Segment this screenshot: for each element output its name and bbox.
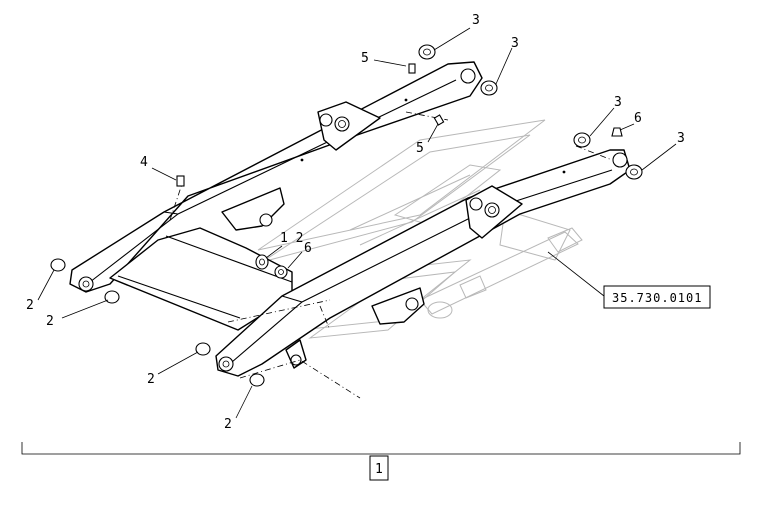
bushing-3-top-left	[418, 44, 436, 60]
callout-3-d: 3	[677, 131, 685, 146]
left-arm	[69, 61, 483, 293]
reference-label: 35.730.0101	[612, 291, 702, 305]
callout-5-a: 5	[361, 51, 369, 66]
callout-5-b: 5	[416, 141, 424, 156]
bushing-2-c	[195, 342, 211, 356]
callout-2-d: 2	[224, 417, 232, 432]
loose-parts	[50, 44, 643, 387]
washer-12	[255, 254, 269, 270]
leader-lines	[37, 27, 677, 419]
cross-member	[109, 227, 293, 331]
bushing-2-a	[50, 258, 66, 272]
bushing-3-top-right	[480, 80, 498, 96]
callout-6-b: 6	[304, 241, 312, 256]
bushing-3-mid-right	[625, 164, 643, 180]
callout-2-a: 2	[26, 298, 34, 313]
callout-3-a: 3	[472, 13, 480, 28]
washer-6	[274, 265, 288, 279]
callout-3-b: 3	[511, 36, 519, 51]
callout-2-c: 2	[147, 372, 155, 387]
bushing-2-d	[249, 373, 265, 387]
assembly-number: 1	[375, 462, 383, 477]
ghost-cylinder	[419, 227, 583, 319]
grease-fitting-6-top	[611, 127, 623, 137]
callout-labels: 3 3 5 5 4 3 6 3 1 2 6 2 2 2 2	[26, 13, 685, 432]
right-arm	[215, 149, 631, 377]
callout-3-c: 3	[614, 95, 622, 110]
callout-1-2: 1 2	[280, 231, 303, 246]
bushing-3-mid-left	[573, 132, 591, 148]
callout-2-b: 2	[46, 314, 54, 329]
callout-4: 4	[140, 155, 148, 170]
bushing-2-b	[104, 290, 120, 304]
grease-fitting-4	[176, 175, 185, 187]
callout-6-a: 6	[634, 111, 642, 126]
assembly-bracket: 1	[21, 442, 741, 481]
reference-box: 35.730.0101	[603, 285, 711, 309]
grease-fitting-5-mid	[433, 114, 445, 126]
grease-fitting-5-top	[408, 63, 416, 74]
